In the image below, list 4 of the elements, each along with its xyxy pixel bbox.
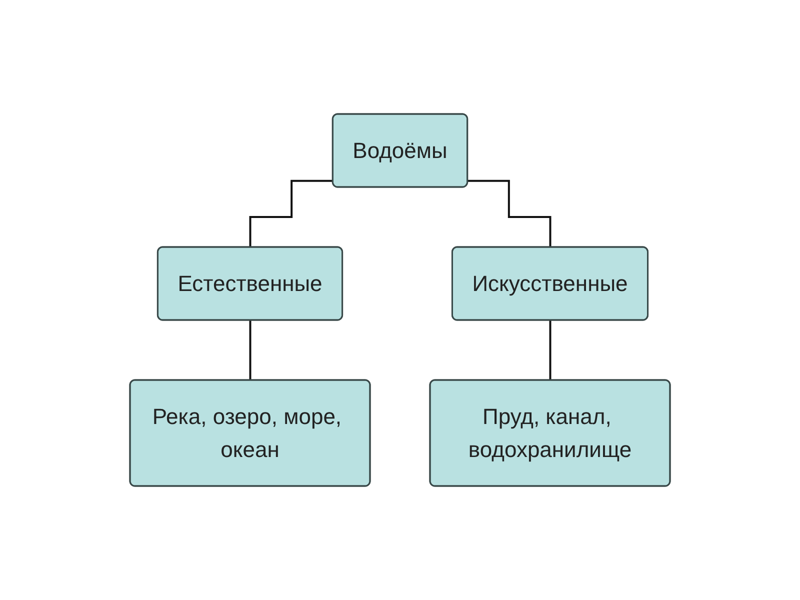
connector [549, 320, 552, 382]
connector [468, 180, 552, 248]
connector [249, 180, 334, 248]
connector [249, 320, 252, 382]
